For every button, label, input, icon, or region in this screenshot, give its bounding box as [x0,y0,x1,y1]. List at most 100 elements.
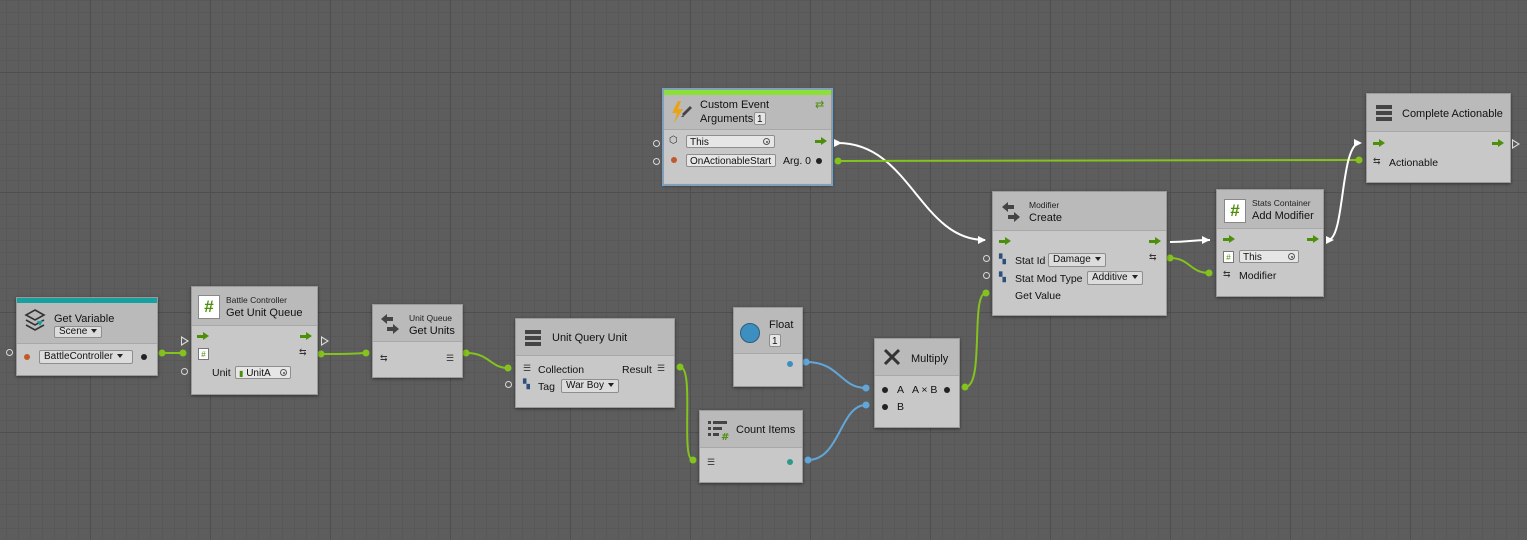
unit-object-picker[interactable] [280,369,287,376]
variable-name-port[interactable] [24,354,30,360]
multiply-a-label: A [897,384,905,396]
multiply-output-port[interactable] [944,387,950,393]
queue-input-icon[interactable]: ⇆ [380,353,388,363]
count-output-port[interactable] [787,459,793,465]
get-variable-title: Get Variable [54,313,115,325]
wire-result-to-count [679,366,694,461]
tag-label: Tag [538,381,555,393]
create-flow-in[interactable] [999,237,1011,245]
stats-target-hash-icon: # [1223,251,1234,263]
stat-mod-input-ring[interactable] [983,272,990,279]
modifier-transfer-icon [999,200,1023,224]
variable-output-port[interactable] [141,354,147,360]
count-list-icon: # [706,418,730,442]
result-list-icon[interactable]: ☰ [657,363,666,373]
modifier-output-icon[interactable]: ⇆ [1149,252,1157,262]
unit-input-ring[interactable] [181,368,188,375]
multiply-b-port[interactable] [882,404,888,410]
wire-count-to-b [807,404,867,461]
unit-query-node[interactable]: Unit Query Unit ☰ Collection Result ☰ ▚ … [515,318,675,408]
multiply-node[interactable]: Multiply A A × B B [874,338,960,428]
complete-actionable-node[interactable]: Complete Actionable ⇆ Actionable [1366,93,1511,183]
script-hash-icon: # [198,295,220,319]
add-modifier-title: Add Modifier [1252,210,1314,222]
create-flow-out[interactable] [1149,237,1161,245]
stat-id-input-ring[interactable] [983,255,990,262]
arg0-label: Arg. 0 [783,155,812,167]
float-title: Float [769,319,794,331]
this-input-ring[interactable] [653,140,660,147]
wire-add-to-complete [1327,142,1361,241]
get-unit-queue-sub: Battle Controller [226,295,287,305]
event-name-field[interactable]: OnActionableStart [686,154,776,167]
multiply-a-port[interactable] [882,387,888,393]
get-units-sub: Unit Queue [409,313,452,323]
arguments-count-field[interactable]: 1 [754,112,766,125]
arg0-output-port[interactable] [816,158,822,164]
complete-flow-out-arrow[interactable] [1512,139,1520,149]
float-output-port[interactable] [787,361,793,367]
complete-flow-in[interactable] [1373,139,1385,147]
unit-field-icon: ▮ [239,369,244,378]
stats-this-field[interactable]: This [1239,250,1299,263]
complete-icon [1373,102,1395,124]
modifier-label: Modifier [1239,270,1277,282]
tag-dropdown[interactable]: War Boy [561,379,619,393]
stat-id-label: Stat Id [1015,255,1046,267]
modifier-input-icon: ⇆ [1223,269,1231,279]
get-variable-node[interactable]: Get Variable Scene BattleController [16,297,158,376]
flow-out-port[interactable] [300,332,312,340]
get-unit-queue-flow-in[interactable] [181,336,189,346]
tag-enum-icon: ▚ [523,379,530,389]
complete-flow-out[interactable] [1492,139,1504,147]
get-unit-queue-flow-out[interactable] [321,336,329,346]
wire-modifier-to-add [1169,257,1210,274]
units-list-output-icon[interactable]: ☰ [446,353,455,363]
arguments-label: Arguments [700,113,754,125]
wire-event-to-create [837,142,986,241]
modifier-create-node[interactable]: Modifier Create ▚ Stat Id Damage ⇆ ▚ Sta… [992,191,1167,316]
custom-event-title: Custom Event [700,99,770,111]
collection-list-icon: ☰ [523,363,532,373]
variable-kind-dropdown[interactable]: Scene [54,326,103,338]
this-field[interactable]: This [686,135,775,148]
custom-event-icon [668,100,692,124]
add-flow-in[interactable] [1223,235,1235,243]
target-hash-icon: # [198,348,209,360]
add-flow-out[interactable] [1307,235,1319,243]
add-modifier-sub: Stats Container [1252,198,1311,208]
stat-mod-dropdown[interactable]: Additive [1087,271,1143,285]
unit-field[interactable]: ▮ UnitA [235,366,291,379]
variable-name-input-ring[interactable] [6,349,13,356]
stats-object-picker[interactable] [1288,253,1295,260]
wire-queue-to-getunits [320,352,367,355]
variable-name-dropdown[interactable]: BattleController [39,350,133,364]
custom-event-node[interactable]: Custom Event Arguments 1 ⇄ ⬡ This OnActi… [662,88,833,186]
tag-input-ring[interactable] [505,381,512,388]
unit-queue-output-icon[interactable]: ⇆ [299,347,307,357]
flow-in-port[interactable] [197,332,209,340]
wire-units-to-collection [465,352,509,369]
unit-field-value: UnitA [246,368,271,379]
stat-id-enum-icon: ▚ [999,254,1006,264]
unit-query-title: Unit Query Unit [552,332,628,344]
add-modifier-node[interactable]: # Stats Container Add Modifier # This ⇆ … [1216,189,1324,297]
get-units-node[interactable]: Unit Queue Get Units ⇆ ☰ [372,304,463,378]
event-flow-out[interactable] [815,137,827,145]
event-name-port[interactable] [671,157,677,163]
event-name-input-ring[interactable] [653,158,660,165]
float-value-field[interactable]: 1 [769,334,781,347]
modifier-title: Create [1029,212,1063,224]
this-object-picker[interactable] [763,138,770,145]
multiply-output-label: A × B [912,384,938,396]
stats-hash-icon: # [1224,199,1246,223]
get-units-title: Get Units [409,325,455,337]
stat-id-dropdown[interactable]: Damage [1048,253,1106,267]
actionable-label: Actionable [1389,157,1439,169]
multiply-title: Multiply [911,353,949,365]
count-items-node[interactable]: # Count Items ☰ [699,410,803,483]
get-unit-queue-node[interactable]: # Battle Controller Get Unit Queue # ⇆ U… [191,286,318,395]
float-circle-icon [740,323,760,343]
actionable-input-icon: ⇆ [1373,156,1381,166]
float-node[interactable]: Float 1 [733,307,803,387]
